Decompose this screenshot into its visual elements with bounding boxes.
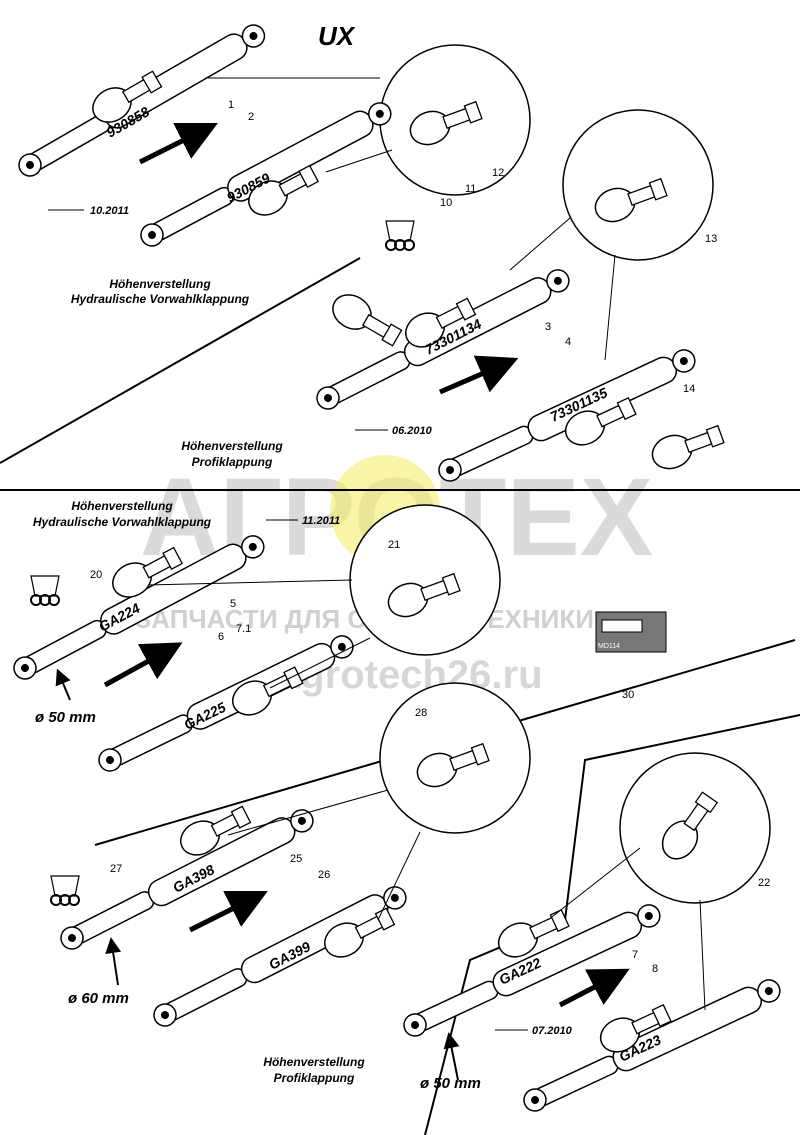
- diameter-label: ø 50 mm: [420, 1075, 481, 1092]
- diameter-pointer: [443, 1032, 460, 1081]
- callout-number: 2: [248, 111, 254, 123]
- section-caption: Profiklappung: [192, 455, 273, 469]
- sticker-text: MD114: [598, 643, 620, 650]
- callout-number: 5: [230, 598, 236, 610]
- section-caption: Höhenverstellung: [109, 277, 211, 291]
- callout-number: 28: [415, 707, 427, 719]
- diameter-pointer: [105, 937, 122, 986]
- seal-kit-icon: [30, 575, 60, 606]
- callout-number: 27: [110, 863, 122, 875]
- section-caption: Höhenverstellung: [181, 439, 283, 453]
- divider-line: [0, 257, 361, 464]
- seal-kit-icon: [385, 220, 415, 251]
- callout-number: 11: [465, 183, 476, 195]
- date-marker-2: 06.2010: [355, 425, 433, 437]
- diameter-label: ø 60 mm: [68, 990, 129, 1007]
- callout-number: 4: [565, 336, 571, 348]
- callout-number: 25: [290, 853, 302, 865]
- direction-arrow: [103, 642, 183, 688]
- section-caption: Höhenverstellung: [263, 1055, 365, 1069]
- page-title: UX: [318, 21, 356, 51]
- callout-number: 6: [218, 631, 224, 643]
- callout-number: 14: [683, 383, 695, 395]
- callout-number: 20: [90, 569, 102, 581]
- callout-number: 7.1: [236, 623, 251, 635]
- diameter-label: ø 50 mm: [35, 709, 96, 726]
- detail-circle: [562, 109, 714, 261]
- diameter-pointer: [55, 668, 71, 701]
- callout-number: 10: [440, 197, 452, 209]
- direction-arrow: [138, 123, 218, 165]
- date-marker-3: 11.2011: [266, 515, 340, 527]
- direction-arrow: [439, 355, 519, 395]
- callout-number: 26: [318, 869, 330, 881]
- callout-number: 1: [228, 99, 234, 111]
- callout-number: 3: [545, 321, 551, 333]
- date-marker-4: 07.2010: [495, 1025, 573, 1037]
- section-caption: Hydraulische Vorwahlklappung: [33, 515, 212, 529]
- seal-kit-icon: [50, 875, 80, 906]
- section-caption: Profiklappung: [274, 1071, 355, 1085]
- callout-number: 22: [758, 877, 770, 889]
- callout-number: 21: [388, 539, 400, 551]
- date-label: 06.2010: [392, 425, 433, 437]
- callout-number: 13: [705, 233, 717, 245]
- callout-number: 30: [622, 689, 634, 701]
- direction-arrow: [558, 968, 630, 1008]
- section-caption: Höhenverstellung: [71, 499, 173, 513]
- callout-number: 12: [492, 167, 504, 179]
- callout-number: 7: [632, 949, 638, 961]
- date-label: 10.2011: [90, 205, 129, 217]
- section-caption: Hydraulische Vorwahlklappung: [71, 292, 250, 306]
- sticker-md114: MD114: [595, 611, 667, 653]
- cylinder-6: [93, 629, 359, 778]
- date-label: 07.2010: [532, 1025, 573, 1037]
- detail-circle: [349, 504, 501, 656]
- callout-number: 8: [652, 963, 658, 975]
- direction-arrow: [188, 891, 268, 933]
- date-label: 11.2011: [302, 515, 340, 527]
- date-marker-1: 10.2011: [48, 205, 129, 217]
